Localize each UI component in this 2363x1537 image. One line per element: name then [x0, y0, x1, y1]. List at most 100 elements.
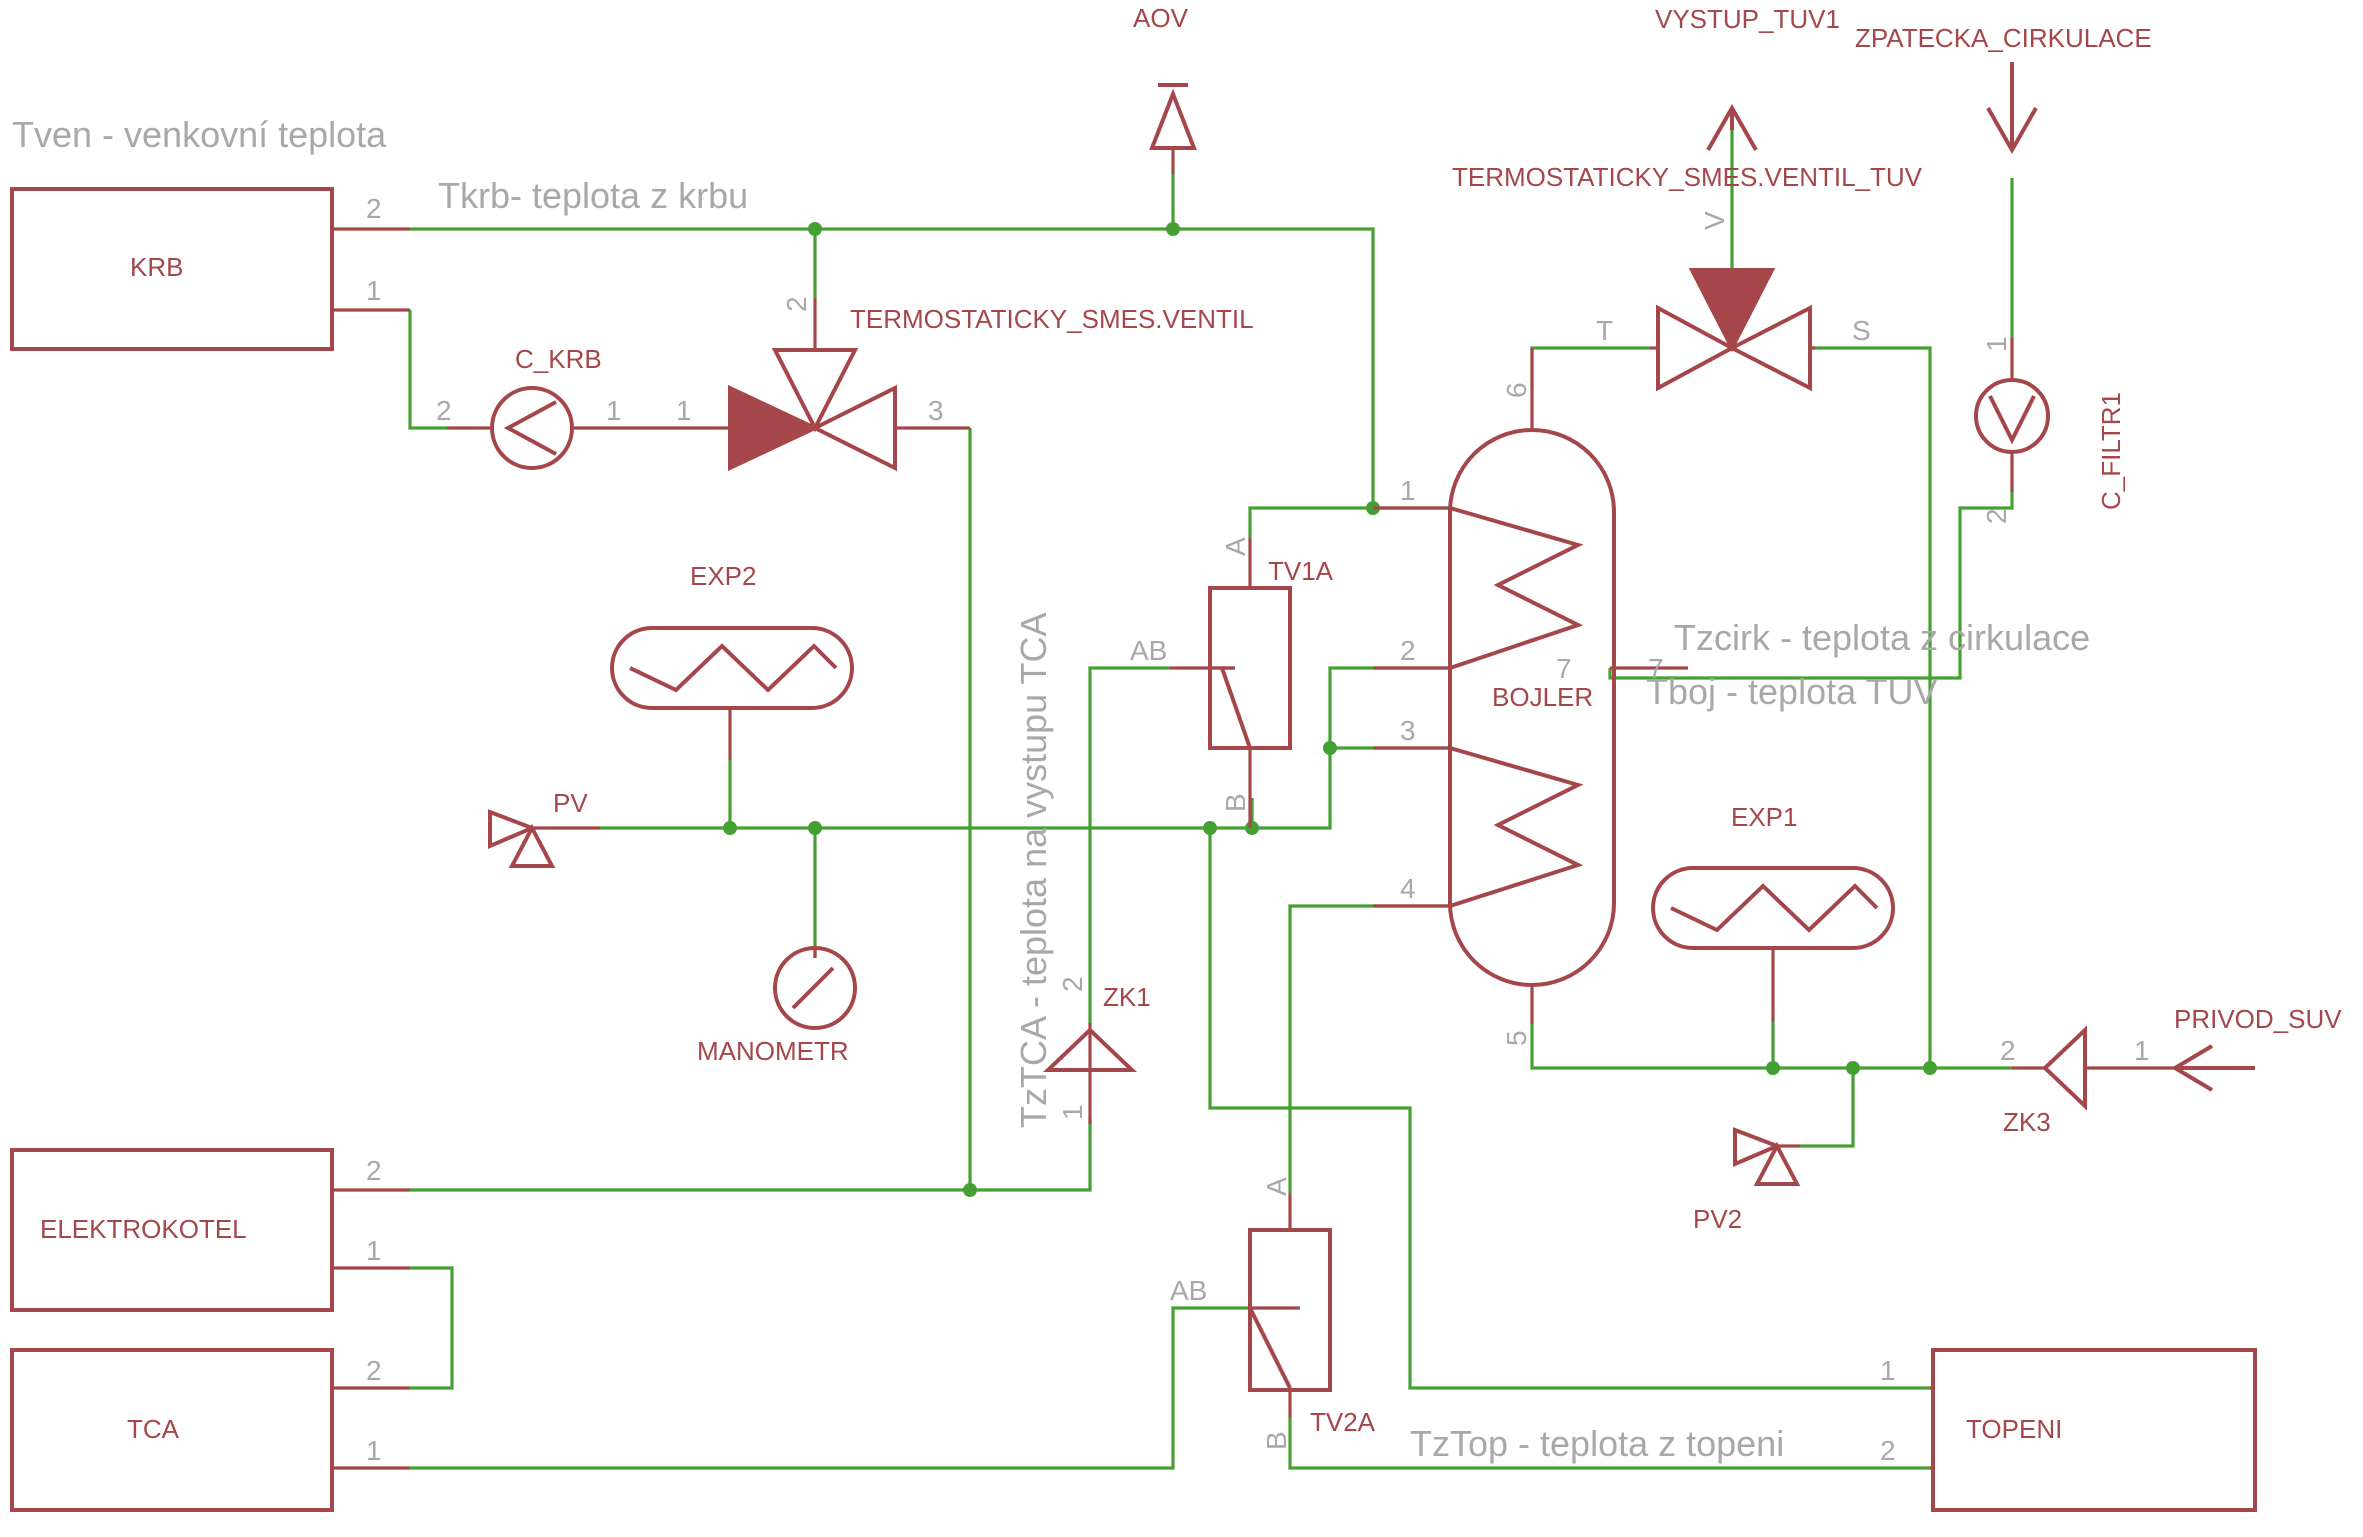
pin-boj-3: 3	[1400, 715, 1416, 746]
tv1a-diagonal-icon	[1220, 667, 1252, 749]
note-tkrb: Tkrb- teplota z krbu	[438, 175, 748, 216]
pin-zk3-2: 2	[2000, 1035, 2016, 1066]
note-tzcirk: Tzcirk - teplota z cirkulace	[1674, 617, 2090, 658]
tv2a-label: TV2A	[1310, 1407, 1376, 1437]
zk3-check-valve[interactable]: ZK3	[2003, 1025, 2122, 1137]
pin-boj-1: 1	[1400, 475, 1416, 506]
tuv-valve-filled-icon	[1688, 268, 1776, 353]
pin-boj-6: 6	[1501, 382, 1532, 398]
bojler-label: BOJLER	[1492, 682, 1593, 712]
pin-tv2a-ab: AB	[1170, 1275, 1207, 1306]
zpatecka-cirkulace-label: ZPATECKA_CIRKULACE	[1855, 23, 2152, 53]
smes-ventil-tuv-label: TERMOSTATICKY_SMES.VENTIL_TUV	[1452, 162, 1923, 192]
aov-label: AOV	[1133, 3, 1189, 33]
exp2-tank[interactable]: EXP2	[610, 561, 854, 760]
pin-tuv-s: S	[1852, 315, 1871, 346]
exp1-tank[interactable]: EXP1	[1651, 802, 1895, 1022]
pin-tca-2: 2	[366, 1355, 382, 1386]
topeni-label: TOPENI	[1966, 1414, 2062, 1444]
aov-valve[interactable]: AOV	[1133, 3, 1197, 174]
wires	[408, 130, 2014, 1470]
note-tboj: Tboj - teplota TUV	[1646, 671, 1937, 712]
note-tztop: TzTop - teplota z topeni	[1410, 1423, 1784, 1464]
tv2a-valve[interactable]: TV2A	[1248, 1228, 1376, 1437]
vystup-tuv1-label: VYSTUP_TUV1	[1655, 4, 1840, 34]
pin-boj-5: 5	[1501, 1030, 1532, 1046]
zk3-triangle-icon	[2042, 1025, 2087, 1111]
elektrokotel-label: ELEKTROKOTEL	[40, 1214, 247, 1244]
pin-tca-1: 1	[366, 1435, 382, 1466]
krb-box[interactable]	[10, 187, 334, 351]
privod-suv-port[interactable]: PRIVOD_SUV	[2171, 1004, 2342, 1092]
pin-boj-7: 7	[1556, 653, 1572, 684]
exp2-zigzag-icon	[629, 643, 838, 693]
note-tven: Tven - venkovní teplota	[12, 114, 387, 155]
exp1-label: EXP1	[1731, 802, 1798, 832]
pv2-label: PV2	[1693, 1204, 1742, 1234]
pin-tv1a-a: A	[1220, 537, 1251, 556]
elektrokotel-box[interactable]	[10, 1148, 334, 1312]
pin-ckrb-2: 2	[436, 395, 452, 426]
pin-zk3-1: 1	[2134, 1035, 2150, 1066]
tca-box[interactable]	[10, 1348, 334, 1512]
c-krb-pump[interactable]: C_KRB	[490, 344, 602, 470]
pin-top-2: 2	[1880, 1435, 1896, 1466]
gauge-needle-icon	[791, 966, 835, 1010]
note-tztca: TzTCA - teplota na vystupu TCA	[1013, 612, 1054, 1128]
sensor-notes: Tven - venkovní teplota Tkrb- teplota z …	[12, 114, 2090, 1464]
pin-tv2a-a: A	[1261, 1177, 1292, 1196]
pin-boj-2: 2	[1400, 635, 1416, 666]
smes-ventil-label: TERMOSTATICKY_SMES.VENTIL	[850, 304, 1254, 334]
termostaticky-smes-ventil[interactable]: TERMOSTATICKY_SMES.VENTIL	[728, 304, 1254, 472]
arrow-left-icon	[2171, 1044, 2255, 1092]
pin-tuv-v: V	[1699, 211, 1730, 230]
tca-label: TCA	[127, 1414, 180, 1444]
pin-cf-2: 2	[1981, 508, 2012, 524]
pv-label: PV	[553, 788, 588, 818]
bojler-coil-lower	[1449, 746, 1584, 908]
pin-tv2a-b: B	[1261, 1431, 1292, 1450]
c-filtr1-pump[interactable]: C_FILTR1	[1974, 378, 2126, 510]
pin-zk1-2: 2	[1057, 976, 1088, 992]
exp1-zigzag-icon	[1670, 883, 1879, 933]
pin-zk1-1: 1	[1057, 1104, 1088, 1120]
zk1-label: ZK1	[1103, 982, 1151, 1012]
pin-stubs	[332, 227, 2175, 1470]
pin-elk-2: 2	[366, 1155, 382, 1186]
krb-label: KRB	[130, 252, 183, 282]
arrow-down-icon	[1986, 62, 2038, 155]
pin-boj-4: 4	[1400, 873, 1416, 904]
zk3-label: ZK3	[2003, 1107, 2051, 1137]
pv-safety-valve[interactable]: PV	[488, 788, 600, 868]
bojler-coil-upper	[1449, 506, 1584, 670]
c-krb-label: C_KRB	[515, 344, 602, 374]
exp2-label: EXP2	[690, 561, 757, 591]
vystup-tuv1-port[interactable]: VYSTUP_TUV1	[1655, 4, 1840, 151]
pump-arrow-icon	[503, 400, 557, 456]
pin-valve-3: 3	[928, 395, 944, 426]
valve-filled-triangle-icon	[728, 384, 820, 472]
zk1-check-valve[interactable]: ZK1	[1043, 982, 1151, 1124]
manometr-gauge[interactable]: MANOMETR	[697, 946, 857, 1066]
aov-triangle-icon	[1149, 88, 1197, 150]
pin-cf-1: 1	[1981, 336, 2012, 352]
pin-labels: 2 1 2 1 1 3 2 2 1 2 1 2 1 A AB B A AB B …	[366, 193, 2150, 1466]
c-filtr1-label: C_FILTR1	[2096, 392, 2126, 510]
termostaticky-smes-ventil-tuv[interactable]: TERMOSTATICKY_SMES.VENTIL_TUV	[1452, 162, 1923, 392]
pv2-safety-valve[interactable]: PV2	[1693, 1127, 1801, 1234]
tv1a-valve[interactable]: TV1A	[1208, 556, 1334, 750]
tv2a-diagonal-icon	[1248, 1307, 1292, 1389]
pin-top-1: 1	[1880, 1355, 1896, 1386]
privod-suv-label: PRIVOD_SUV	[2174, 1004, 2342, 1034]
pin-tuv-t: T	[1596, 315, 1613, 346]
junctions	[723, 222, 1937, 1197]
bojler[interactable]: BOJLER	[1448, 428, 1616, 987]
pin-krb-1: 1	[366, 275, 382, 306]
tv1a-label: TV1A	[1268, 556, 1334, 586]
topeni-box[interactable]	[1931, 1348, 2257, 1512]
pump-v-icon	[1988, 395, 2036, 445]
pin-tv1a-b: B	[1220, 793, 1251, 812]
zpatecka-cirkulace-port[interactable]: ZPATECKA_CIRKULACE	[1855, 23, 2152, 155]
bojler-tank	[1448, 428, 1616, 987]
